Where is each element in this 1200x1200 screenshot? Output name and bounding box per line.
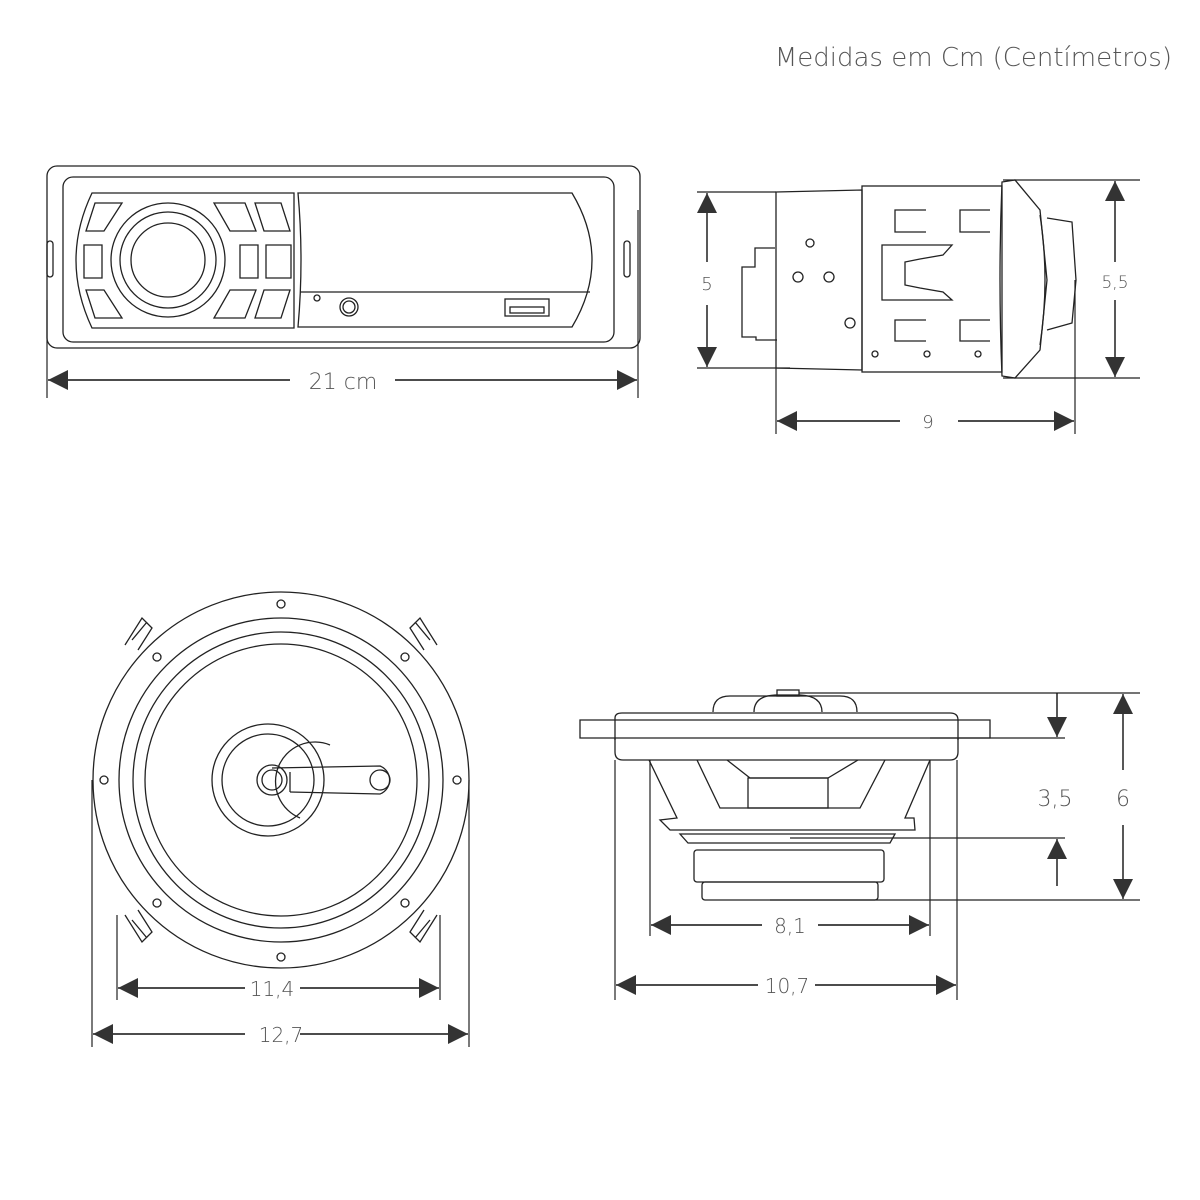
speaker-magnet-width-label: 8,1 — [774, 914, 806, 938]
speaker-outer-diameter-label: 12,7 — [259, 1023, 304, 1047]
speaker-side-view — [579, 689, 991, 901]
radio-width-label: 21 cm — [309, 370, 378, 395]
radio-bezel-height-label: 5,5 — [1101, 273, 1128, 293]
radio-front-view — [46, 165, 641, 349]
radio-depth-label: 9 — [922, 412, 933, 433]
usb-port — [504, 298, 550, 317]
radio-width-dimension: 21 cm — [46, 210, 639, 398]
radio-height-label: 5 — [701, 274, 712, 295]
speaker-front-dimensions: 11,4 12,7 — [91, 780, 470, 1047]
display-panel — [297, 192, 593, 328]
tweeter — [211, 723, 391, 837]
speaker-front-view — [92, 591, 470, 969]
speaker-inner-diameter-label: 11,4 — [250, 977, 295, 1001]
speaker-total-height-label: 6 — [1116, 787, 1130, 812]
radio-buttons — [83, 202, 292, 319]
speaker-flange-width-label: 10,7 — [765, 974, 810, 998]
mounting-tab — [124, 616, 153, 651]
radio-side-view — [741, 179, 1077, 379]
speaker-depth-label: 3,5 — [1038, 787, 1073, 812]
speaker-side-dimensions: 3,5 6 8,1 10,7 — [614, 692, 1140, 1000]
volume-knob — [110, 202, 226, 318]
radio-side-dimensions: 5 5,5 9 — [697, 179, 1140, 434]
title: Medidas em Cm (Centímetros) — [775, 43, 1172, 73]
aux-jack — [339, 297, 359, 317]
